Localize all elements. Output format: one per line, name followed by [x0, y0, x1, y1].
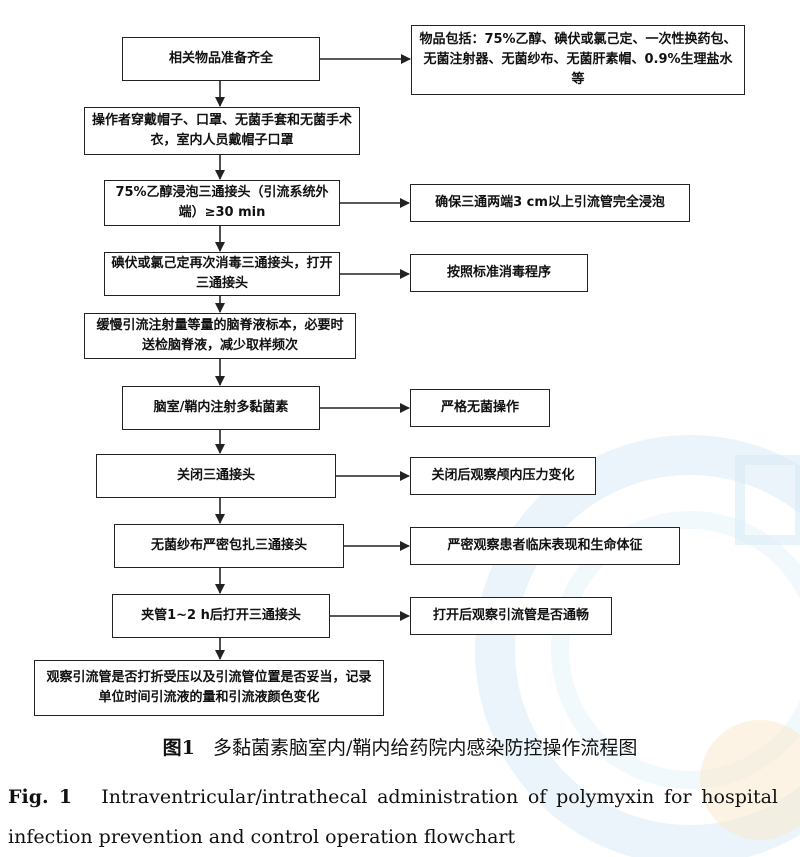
- caption-chinese: 图1 多黏菌素脑室内/鞘内给药院内感染防控操作流程图: [0, 733, 800, 763]
- note-soak-length: 确保三通两端3 cm以上引流管完全浸泡: [410, 184, 690, 222]
- note-standard-disinfection: 按照标准消毒程序: [410, 254, 588, 292]
- caption-cn-text: 多黏菌素脑室内/鞘内给药院内感染防控操作流程图: [212, 737, 638, 759]
- caption-cn-label: 图1: [162, 737, 195, 759]
- step-prepare-items: 相关物品准备齐全: [122, 37, 320, 81]
- step-clamp-reopen: 夹管1~2 h后打开三通接头: [112, 594, 330, 638]
- step-wear-protection: 操作者穿戴帽子、口罩、无菌手套和无菌手术衣，室内人员戴帽子口罩: [84, 107, 360, 155]
- note-strict-aseptic: 严格无菌操作: [410, 389, 550, 427]
- note-patency-observe: 打开后观察引流管是否通畅: [410, 597, 612, 635]
- step-ethanol-soak: 75%乙醇浸泡三通接头（引流系统外端）≥30 min: [104, 180, 340, 226]
- connectors: [215, 54, 411, 660]
- note-items-list: 物品包括：75%乙醇、碘伏或氯己定、一次性换药包、无菌注射器、无菌纱布、无菌肝素…: [411, 25, 745, 95]
- step-inject-polymyxin: 脑室/鞘内注射多黏菌素: [122, 386, 320, 430]
- step-close-valve: 关闭三通接头: [96, 454, 336, 498]
- step-disinfect-open: 碘伏或氯己定再次消毒三通接头，打开三通接头: [104, 252, 340, 296]
- note-vitals-observe: 严密观察患者临床表现和生命体征: [410, 527, 680, 565]
- caption-en-label: Fig. 1: [8, 786, 73, 808]
- step-gauze-wrap: 无菌纱布严密包扎三通接头: [114, 524, 344, 568]
- caption-en-text: Intraventricular/intrathecal administrat…: [8, 786, 778, 848]
- caption-english: Fig. 1 Intraventricular/intrathecal admi…: [8, 777, 778, 857]
- note-icp-observe: 关闭后观察颅内压力变化: [410, 457, 596, 495]
- step-drain-sample: 缓慢引流注射量等量的脑脊液标本，必要时送检脑脊液，减少取样频次: [84, 313, 356, 359]
- flowchart: 相关物品准备齐全 操作者穿戴帽子、口罩、无菌手套和无菌手术衣，室内人员戴帽子口罩…: [34, 25, 745, 716]
- step-observe-record: 观察引流管是否打折受压以及引流管位置是否妥当，记录单位时间引流液的量和引流液颜色…: [34, 660, 384, 716]
